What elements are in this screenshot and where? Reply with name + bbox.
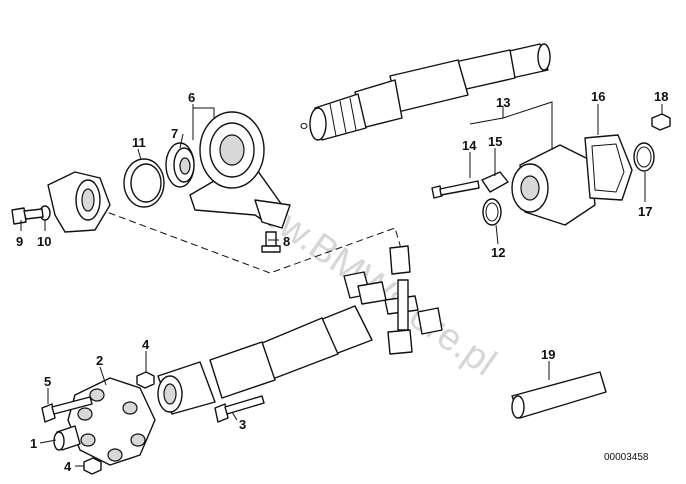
upper-drive-shaft bbox=[300, 43, 551, 141]
bolt-14 bbox=[431, 180, 480, 199]
nut-18 bbox=[651, 113, 671, 131]
grease-tube bbox=[511, 371, 607, 419]
circlip-12 bbox=[482, 198, 502, 226]
reference-number: 00003458 bbox=[604, 452, 649, 463]
callout-17: 17 bbox=[638, 204, 652, 219]
universal-joint bbox=[343, 245, 443, 355]
circlip-17 bbox=[633, 142, 655, 172]
hex-bolt-8 bbox=[261, 231, 281, 253]
callout-1: 1 bbox=[30, 436, 37, 451]
callout-2: 2 bbox=[96, 353, 103, 368]
hex-bolt-5 bbox=[41, 396, 93, 423]
callout-9: 9 bbox=[16, 234, 23, 249]
hex-bolt-3 bbox=[214, 395, 265, 423]
callout-11: 11 bbox=[132, 135, 146, 150]
nut-4-upper bbox=[136, 371, 155, 389]
callout-15: 15 bbox=[488, 134, 502, 149]
flange-yoke bbox=[47, 171, 111, 233]
nut-4-lower bbox=[83, 457, 102, 475]
callout-18: 18 bbox=[654, 89, 668, 104]
callout-12: 12 bbox=[491, 245, 505, 260]
callout-4-lower: 4 bbox=[64, 459, 72, 474]
dust-ring bbox=[123, 158, 165, 208]
callout-7: 7 bbox=[171, 126, 178, 141]
callout-13: 13 bbox=[496, 95, 510, 110]
lower-drive-shaft bbox=[157, 305, 373, 415]
centering-sleeve bbox=[53, 425, 81, 451]
callout-4-upper: 4 bbox=[142, 337, 150, 352]
lock-plate-15 bbox=[481, 171, 509, 193]
callout-6: 6 bbox=[188, 90, 195, 105]
callout-3: 3 bbox=[239, 417, 246, 432]
cv-joint bbox=[511, 144, 596, 226]
callout-16: 16 bbox=[591, 89, 605, 104]
ball-bearing bbox=[165, 142, 195, 188]
leader-lines bbox=[20, 101, 663, 467]
flex-disc-coupling bbox=[67, 377, 156, 466]
callout-10: 10 bbox=[37, 234, 51, 249]
callout-8: 8 bbox=[283, 234, 290, 249]
hex-bolt-9 bbox=[11, 207, 44, 225]
callout-19: 19 bbox=[541, 347, 555, 362]
cv-joint-gasket bbox=[584, 134, 633, 201]
callout-14: 14 bbox=[462, 138, 477, 153]
center-support-bearing bbox=[189, 111, 291, 229]
callout-5: 5 bbox=[44, 374, 51, 389]
